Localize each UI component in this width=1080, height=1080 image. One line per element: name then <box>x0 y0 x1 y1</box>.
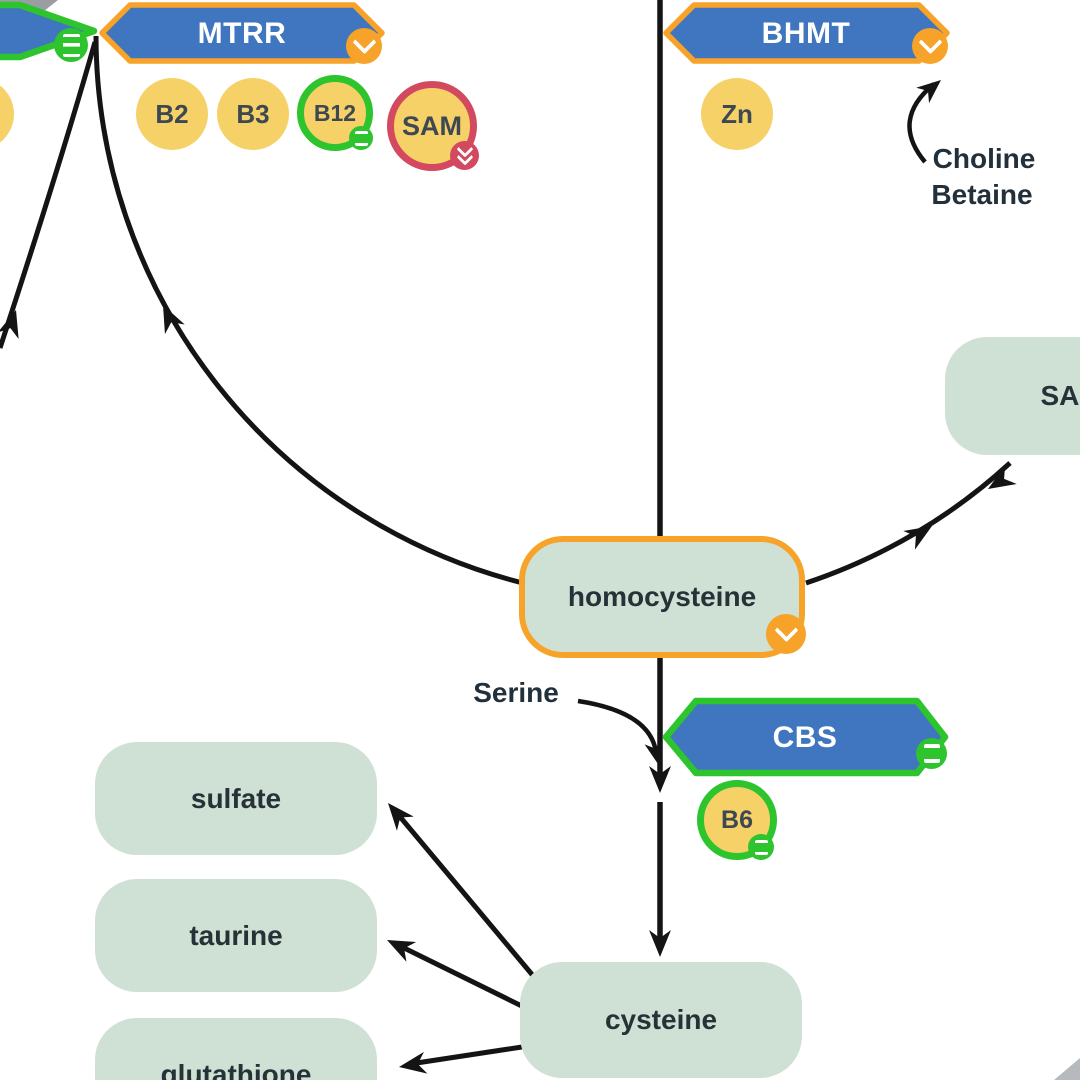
metabolite-cysteine[interactable]: cysteine <box>520 962 802 1078</box>
cofactor-label-b12: B12 <box>313 99 357 126</box>
arrowhead-glutathione <box>399 1051 428 1074</box>
cofactor-label-zn: Zn <box>721 98 753 129</box>
metabolite-label-taurine: taurine <box>189 919 283 951</box>
arrowhead-cbs <box>649 766 671 793</box>
equals-icon <box>923 744 940 763</box>
expand-badge-homocysteine[interactable] <box>766 614 806 654</box>
expand-badge-bhmt[interactable] <box>912 28 948 64</box>
arrowhead-taurine <box>387 940 417 962</box>
arrowhead-from-sah <box>988 465 1017 489</box>
corner-fragment-bottomright <box>1054 1058 1080 1080</box>
flow-line-cysteine-sulfate <box>394 810 547 992</box>
arrowhead-serine <box>644 740 663 764</box>
metabolite-glutathione[interactable]: glutathione <box>95 1018 377 1080</box>
metabolite-sah[interactable]: SAH <box>945 337 1080 455</box>
flow-arc-left-edge <box>0 41 98 349</box>
cofactor-label-b2: B2 <box>155 98 189 129</box>
metabolite-label-homocysteine: homocysteine <box>567 581 757 612</box>
metabolite-taurine[interactable]: taurine <box>95 879 377 992</box>
arrowheads <box>0 80 1017 1074</box>
cofactor-label-sam: SAM <box>402 110 462 141</box>
status-badge-b12[interactable] <box>349 126 373 150</box>
cofactor-b3[interactable]: B3 <box>217 78 289 150</box>
expand-badge-mtrr[interactable] <box>346 28 382 64</box>
metabolite-label-sulfate: sulfate <box>190 782 282 814</box>
arrowhead-cysteine <box>649 930 671 957</box>
metabolite-label-glutathione: glutathione <box>160 1058 312 1080</box>
enzyme-node-cbs[interactable] <box>662 697 949 777</box>
metabolite-homocysteine[interactable]: homocysteine <box>519 536 805 658</box>
status-badge-b6[interactable] <box>748 834 774 860</box>
arrowhead-left-edge <box>0 310 19 340</box>
equals-icon <box>354 130 368 146</box>
arrowhead-choline <box>916 80 941 104</box>
metabolite-sulfate[interactable]: sulfate <box>95 742 377 855</box>
enzyme-node-bhmt[interactable] <box>663 2 950 64</box>
metabolite-label-cysteine: cysteine <box>604 1004 718 1035</box>
flow-line-cysteine-glutathione <box>409 1042 536 1067</box>
status-badge-left-enzyme[interactable] <box>54 28 88 62</box>
chevron-down-icon <box>773 617 799 642</box>
metabolite-label-sah: SAH <box>1040 380 1080 411</box>
cofactor-b6[interactable]: B6 <box>697 780 777 860</box>
arrowhead-sulfate <box>388 803 414 831</box>
status-badge-sam[interactable] <box>450 140 479 170</box>
cofactor-label-b3: B3 <box>236 98 270 129</box>
status-badge-cbs[interactable] <box>916 738 947 769</box>
cofactor-b12[interactable]: B12 <box>297 75 373 151</box>
flow-arc-homocysteine-remethylation <box>93 35 532 588</box>
flow-line-choline-bhmt <box>907 82 936 164</box>
cofactor-zn[interactable]: Zn <box>701 78 773 150</box>
flow-line-cysteine-taurine <box>396 942 542 1018</box>
flow-line-serine <box>577 698 659 753</box>
arrowhead-remethylation <box>163 305 185 335</box>
chevron-down-icon <box>917 29 943 54</box>
equals-icon <box>62 33 80 57</box>
cofactor-b2[interactable]: B2 <box>136 78 208 150</box>
equals-icon <box>754 839 768 855</box>
chevron-down-icon <box>351 29 377 54</box>
enzyme-node-mtrr[interactable] <box>99 2 385 64</box>
cofactor-label-b6: B6 <box>721 805 753 834</box>
flow-arc-homocysteine-sah <box>805 461 1012 586</box>
flow-lines <box>0 0 1012 1067</box>
arrowhead-to-sah <box>903 526 932 550</box>
